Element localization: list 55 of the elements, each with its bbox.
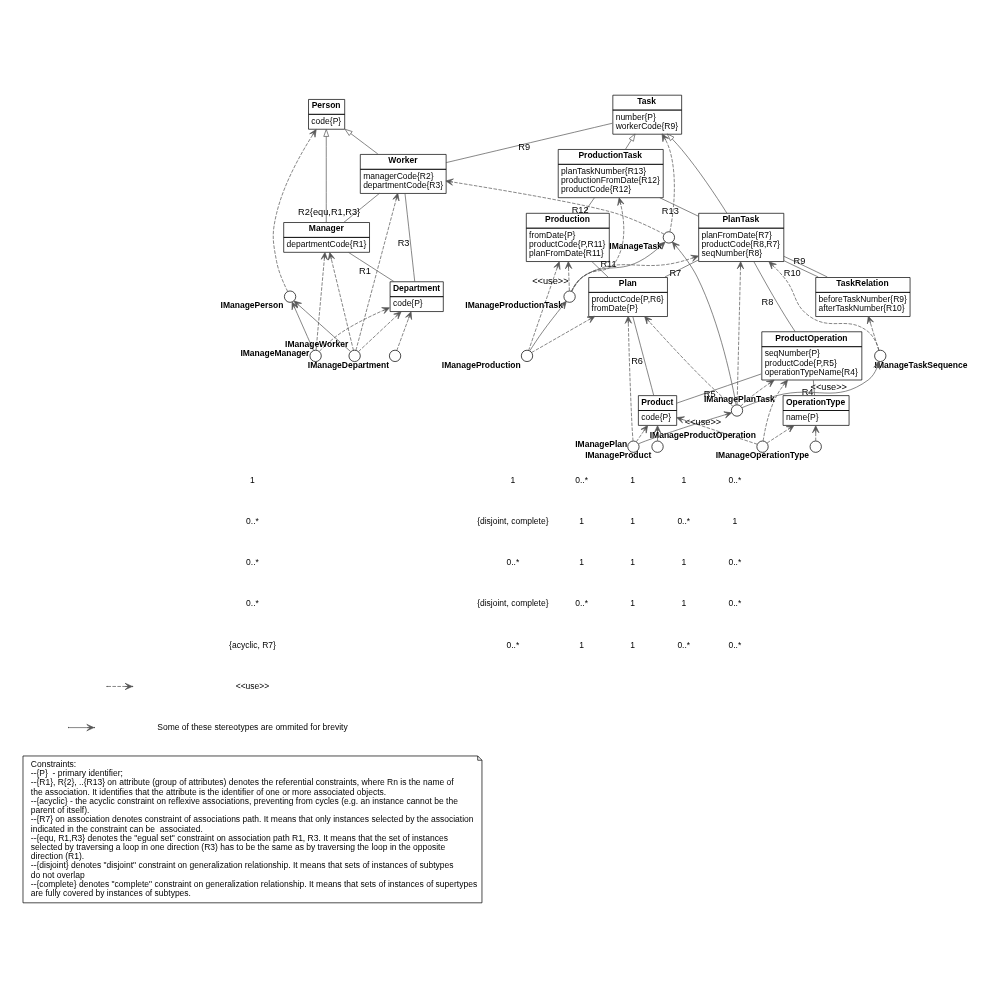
- node-label: IManageProduction: [441, 359, 521, 370]
- label: 1: [579, 556, 584, 567]
- node-label: IManageProductionTask: [465, 299, 563, 310]
- node-label: IManageOperationType: [715, 449, 810, 460]
- label: 1: [630, 639, 636, 650]
- edge-label: R7: [669, 267, 682, 278]
- node-label: IManageWorker: [285, 338, 349, 349]
- label: 1: [732, 515, 738, 526]
- edge-label: R12: [571, 204, 589, 215]
- label: 0..*: [506, 556, 520, 567]
- edge-label: <<use>>: [684, 416, 722, 427]
- edge-label: R8: [761, 296, 774, 307]
- node-label: IManagePerson: [220, 299, 284, 310]
- label: 0..*: [728, 556, 742, 567]
- node-label: IManageDepartment: [307, 359, 390, 370]
- edge-label: R9: [793, 255, 806, 266]
- label: 0..*: [575, 597, 589, 608]
- label: 0..*: [677, 515, 691, 526]
- node-label: IManageProductOperation: [649, 429, 756, 440]
- node-label: IManageManager: [240, 347, 310, 358]
- edge-label: R1: [359, 265, 371, 276]
- label: 0..*: [728, 474, 742, 485]
- edge-label: R2{equ,R1,R3}: [298, 206, 361, 217]
- label: 1: [579, 515, 584, 526]
- label: 1: [630, 556, 636, 567]
- label: 1: [630, 474, 636, 485]
- legend-label: <<use>>: [235, 680, 270, 691]
- label: 0..*: [677, 639, 691, 650]
- legend-label: Some of these stereotypes are ommited for brevity: [157, 721, 348, 732]
- label: 1: [681, 597, 687, 608]
- label: 1: [630, 597, 636, 608]
- label: 1: [579, 639, 584, 650]
- edge-label: R9: [518, 141, 531, 152]
- label: 0..*: [728, 597, 742, 608]
- label: 0..*: [246, 597, 259, 608]
- edge-label: <<use>>: [532, 275, 569, 286]
- label: {acyclic, R7}: [229, 639, 276, 650]
- node-label: IManageProduct: [585, 449, 652, 460]
- label: 0..*: [246, 515, 259, 526]
- label: 0..*: [506, 639, 520, 650]
- label: 0..*: [728, 639, 742, 650]
- label: {disjoint, complete}: [477, 515, 549, 526]
- edge-label: R13: [661, 205, 679, 216]
- node-label: IManagePlan: [575, 438, 628, 449]
- label: 0..*: [575, 474, 589, 485]
- edge-label: R3: [397, 237, 410, 248]
- label: 0..*: [246, 556, 259, 567]
- label: 1: [681, 474, 687, 485]
- label: {disjoint, complete}: [477, 597, 549, 608]
- label: 1: [250, 474, 255, 485]
- label: 1: [681, 556, 687, 567]
- edge-label: R6: [631, 355, 643, 366]
- edge-label: R10: [783, 267, 801, 278]
- label: 1: [630, 515, 636, 526]
- label: 1: [510, 474, 516, 485]
